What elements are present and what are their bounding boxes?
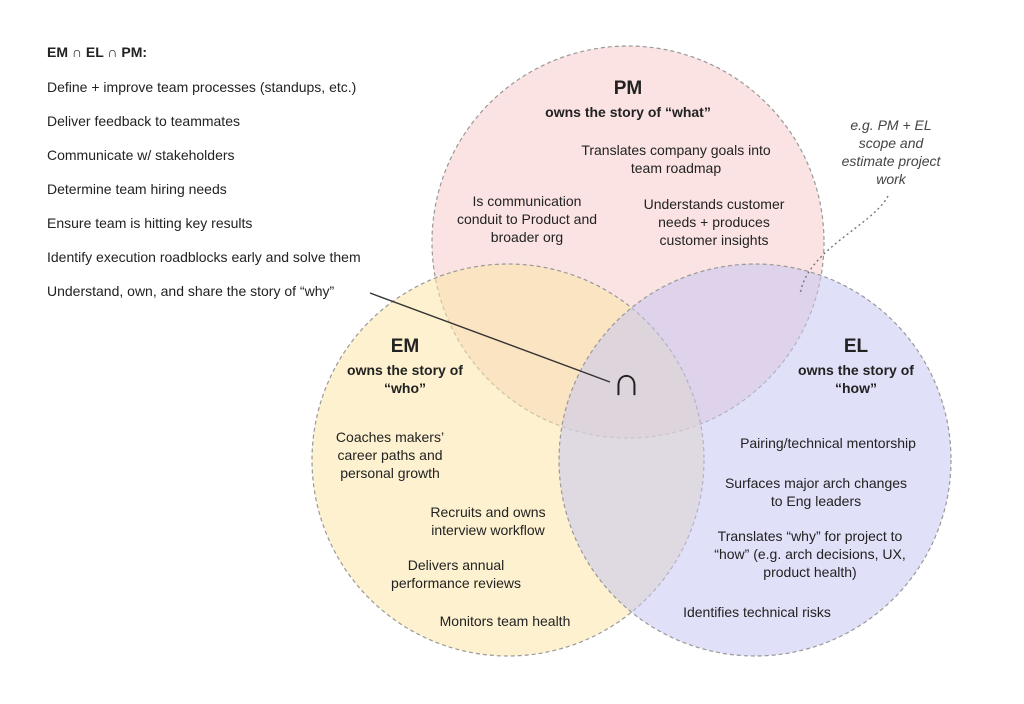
pm-item: Understands customer needs + produces cu… <box>643 196 785 248</box>
intersection-item: Understand, own, and share the story of … <box>47 283 335 299</box>
el-item: Identifies technical risks <box>683 604 831 620</box>
pm-el-note: e.g. PM + EL scope and estimate project … <box>841 117 941 187</box>
intersection-item: Ensure team is hitting key results <box>47 215 253 231</box>
el-item: Translates “why” for project to “how” (e… <box>714 528 906 580</box>
intersection-symbol: ∩ <box>612 360 641 404</box>
em-item: Recruits and owns interview workflow <box>430 504 546 538</box>
el-circle <box>558 263 952 657</box>
em-item: Coaches makers’ career paths and persona… <box>335 429 445 481</box>
el-title: EL <box>843 336 869 357</box>
intersection-title: EM ∩ EL ∩ PM: <box>47 44 148 60</box>
el-item: Surfaces major arch changes to Eng leade… <box>724 475 908 509</box>
em-title: EM <box>390 336 420 357</box>
intersection-item: Define + improve team processes (standup… <box>47 79 357 95</box>
pm-title: PM <box>613 78 643 99</box>
pm-subtitle: owns the story of “what” <box>545 104 711 120</box>
pm-item: Is communication conduit to Product and … <box>456 193 598 245</box>
intersection-item: Determine team hiring needs <box>47 181 227 197</box>
note-pointer <box>799 195 889 296</box>
intersection-item: Deliver feedback to teammates <box>47 113 240 129</box>
intersection-item: Identify execution roadblocks early and … <box>47 249 361 265</box>
em-subtitle: owns the story of “who” <box>347 362 463 396</box>
intersection-item: Communicate w/ stakeholders <box>47 147 235 163</box>
why-pointer-line <box>369 292 611 383</box>
em-item: Monitors team health <box>439 613 571 629</box>
el-item: Pairing/technical mentorship <box>740 435 916 451</box>
intersection-list: Define + improve team processes (standup… <box>47 77 427 315</box>
pm-item: Translates company goals into team roadm… <box>581 142 771 176</box>
el-subtitle: owns the story of “how” <box>798 362 914 396</box>
intersection-panel: EM ∩ EL ∩ PM: Define + improve team proc… <box>47 42 427 315</box>
em-item: Delivers annual performance reviews <box>391 557 521 591</box>
